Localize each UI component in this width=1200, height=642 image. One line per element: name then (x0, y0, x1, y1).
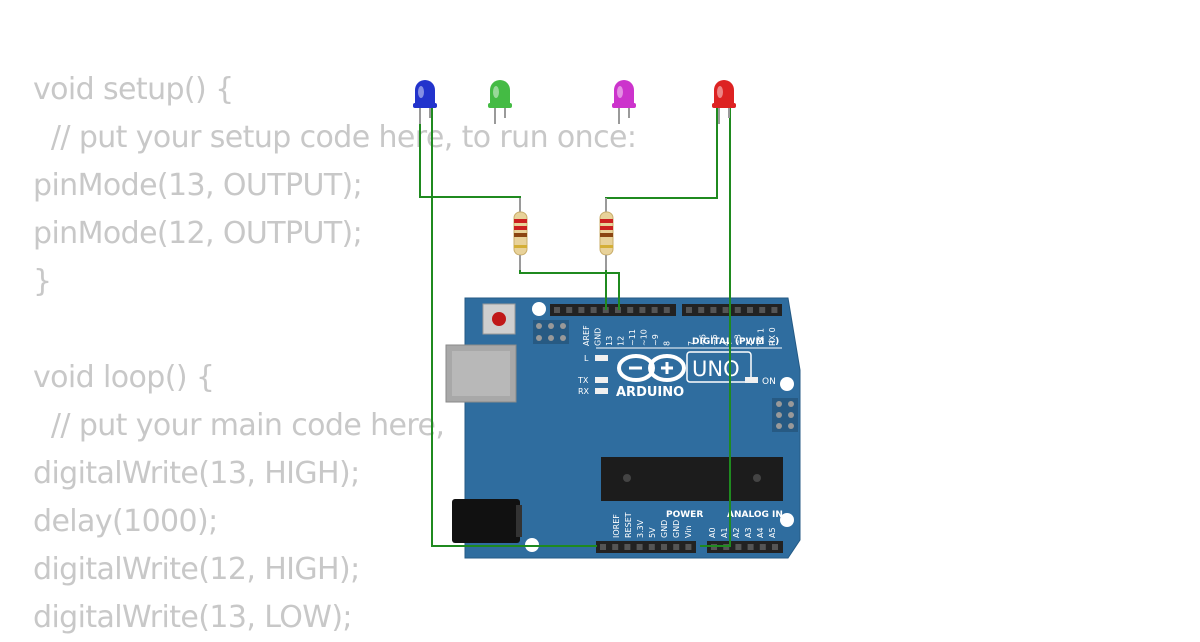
power-header[interactable] (596, 541, 783, 553)
pin-label: GND (594, 328, 603, 346)
resistor[interactable] (513, 198, 528, 270)
pin-label: A3 (744, 527, 753, 538)
pin-label: ~5 (710, 334, 719, 346)
digital-header[interactable] (550, 304, 782, 316)
power-jack (452, 499, 520, 543)
pin-label: IOREF (612, 514, 621, 538)
pin-label: ~9 (651, 334, 660, 346)
pin-label: 5V (648, 527, 657, 538)
led-blue[interactable] (413, 80, 437, 124)
pin-label: GND (660, 520, 669, 538)
mounting-hole (532, 302, 546, 316)
pin-label: GND (672, 520, 681, 538)
mounting-hole (780, 377, 794, 391)
pin-label: A0 (708, 527, 717, 538)
wire[interactable] (700, 108, 731, 547)
pin-label: RESET (624, 512, 633, 538)
tx-led (595, 377, 608, 383)
on-led-label: ON (762, 377, 776, 387)
tx-led-label: TX (577, 376, 589, 385)
pin-label: A2 (732, 527, 741, 538)
model-label: UNO (692, 357, 740, 381)
on-led (745, 377, 758, 383)
mounting-hole (780, 513, 794, 527)
pin-label: ~11 (628, 329, 637, 346)
pin-label: 4 (722, 341, 731, 346)
led-green[interactable] (488, 80, 512, 124)
icsp-header (772, 398, 798, 432)
resistor[interactable] (599, 198, 614, 270)
leds (413, 80, 736, 124)
pin-label: 12 (617, 336, 626, 346)
wire[interactable] (605, 108, 718, 212)
pin-label: AREF (582, 325, 591, 346)
pin-label: 7 (687, 341, 696, 346)
pin-label: A5 (768, 527, 777, 538)
pin-label: A4 (756, 527, 765, 538)
brand-label: ARDUINO (616, 385, 684, 400)
icsp-header-small (533, 320, 569, 344)
analog-label: ANALOG IN (727, 510, 783, 520)
led-red[interactable] (712, 80, 736, 124)
pin-label: 13 (605, 336, 614, 346)
pin-label: ~10 (640, 329, 649, 346)
rx-led-label: RX (578, 387, 590, 396)
l-led-label: L (584, 354, 589, 363)
rx-led (595, 388, 608, 394)
digital-label: DIGITAL (PWM ~) (692, 337, 779, 347)
pin-label: RX 0 (768, 327, 777, 346)
power-label: POWER (666, 510, 703, 520)
pin-label: ~3 (733, 334, 742, 346)
atmega-chip (601, 457, 783, 501)
wire[interactable] (431, 108, 597, 547)
pin-label: ~6 (699, 334, 708, 346)
pin-label: 2 (745, 341, 754, 346)
pin-label: Vin (684, 525, 693, 538)
pin-label: 8 (663, 341, 672, 346)
pin-label: 3.3V (636, 519, 645, 538)
l-led (595, 355, 608, 361)
arduino-logo (617, 354, 686, 382)
led-magenta[interactable] (612, 80, 636, 124)
wire[interactable] (419, 108, 521, 212)
pin-label: TX 1 (757, 328, 766, 347)
pin-label: A1 (720, 527, 729, 538)
